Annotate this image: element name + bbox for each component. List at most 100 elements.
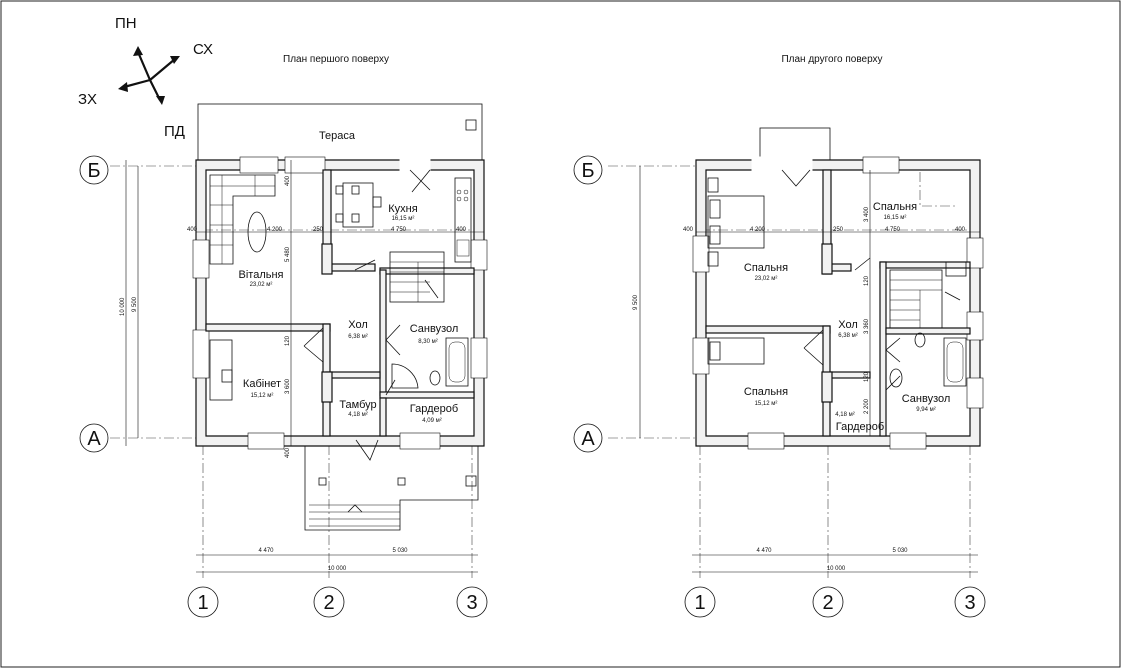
floor1-kitchen-counter: [454, 177, 472, 263]
floor1-porch: [304, 446, 479, 531]
floor2-wardrobe-corner: [919, 172, 956, 207]
floor2-balcony: [759, 127, 831, 161]
f1-axis-1: 1: [197, 592, 208, 614]
floor1-bathtub: [445, 337, 469, 387]
f1-hall-name: Хол: [348, 319, 368, 331]
f2-bed2-area: 23,02 м²: [755, 276, 778, 282]
f2-hall-name: Хол: [838, 319, 858, 331]
f2-axis-1: 1: [694, 592, 705, 614]
f1-dim-4750: 4 750: [391, 227, 407, 233]
f1-dim-400a: 400: [187, 227, 198, 233]
f2-dim-3360: 3 360: [864, 318, 870, 334]
f2-dim-400a: 400: [683, 227, 694, 233]
f1-dim-b5030: 5 030: [392, 548, 408, 554]
floor1-plan: План першого поверху Тераса: [110, 54, 488, 578]
f1-vestibule-name: Тамбур: [339, 399, 376, 411]
floor2-title: План другого поверху: [781, 54, 882, 65]
f1-kitchen-name: Кухня: [388, 203, 417, 215]
compass-arrow-ne: [149, 58, 176, 81]
f1-kitchen-area: 16,15 м²: [392, 216, 415, 222]
floor2-bed-double: [707, 177, 765, 267]
f2-bath-area: 9,94 м²: [916, 407, 935, 413]
floor2-toilet: [914, 332, 926, 348]
floor1-desk: [209, 339, 233, 401]
floor1-title: План першого поверху: [283, 54, 389, 65]
floor1-axis-markers: Б А 1 2 3: [79, 155, 488, 618]
compass-north: ПН: [115, 15, 137, 32]
f2-hall-area: 6,38 м²: [838, 333, 857, 339]
f1-hall-area: 6,38 м²: [348, 334, 367, 340]
f1-office-name: Кабінет: [243, 378, 281, 390]
floor1-dining-table: [335, 182, 382, 228]
f1-dim-9500v: 9 500: [132, 296, 138, 312]
floor2-bathtub: [943, 337, 967, 387]
f2-dim-b5030: 5 030: [892, 548, 908, 554]
f1-living-area: 23,02 м²: [250, 282, 273, 288]
f2-dim-4750: 4 750: [885, 227, 901, 233]
f1-dim-250: 250: [313, 227, 324, 233]
f1-bath-name: Санвузол: [410, 323, 459, 335]
f2-dim-9500v: 9 500: [633, 294, 639, 310]
f2-dim-120b: 120: [864, 371, 870, 382]
f1-axis-3: 3: [466, 592, 477, 614]
f1-vestibule-area: 4,18 м²: [348, 412, 367, 418]
f2-axis-3: 3: [964, 592, 975, 614]
f1-dim-5480: 5 480: [285, 246, 291, 262]
floor1-sofa: [209, 174, 276, 265]
floor1-stair: [389, 251, 445, 303]
f2-axis-b: Б: [581, 160, 594, 182]
f1-dim-3600: 3 600: [285, 378, 291, 394]
compass: ПН СХ ЗХ ПД: [78, 15, 213, 140]
f2-bed3-area: 15,12 м²: [755, 401, 778, 407]
f1-dim-4200: 4 200: [267, 227, 283, 233]
f1-dim-400c: 400: [285, 175, 291, 186]
f2-dim-4200: 4 200: [750, 227, 766, 233]
floor2-bed-single: [707, 337, 765, 365]
f1-wardrobe-area: 4,09 м²: [422, 418, 441, 424]
floor1-toilet: [429, 370, 441, 386]
terrace-post: [465, 119, 477, 131]
compass-east: СХ: [193, 41, 213, 58]
f2-axis-a: А: [581, 428, 595, 450]
f2-bed1-area: 16,15 м²: [884, 215, 907, 221]
f1-office-area: 15,12 м²: [251, 393, 274, 399]
floor2-sink: [945, 261, 967, 277]
compass-west: ЗХ: [78, 91, 97, 108]
f1-axis-b: Б: [87, 160, 100, 182]
f1-dim-120: 120: [285, 335, 291, 346]
floor2-washbasin: [889, 368, 903, 388]
f2-axis-2: 2: [822, 592, 833, 614]
f2-dim-250: 250: [833, 227, 844, 233]
f2-bed1-name: Спальня: [873, 201, 917, 213]
floor2-plan: План другого поверху: [608, 54, 984, 578]
f2-dim-b10000: 10 000: [827, 566, 846, 572]
floor2-axis-markers: Б А 1 2 3: [573, 155, 986, 618]
f1-living-name: Вітальня: [239, 269, 284, 281]
f1-axis-a: А: [87, 428, 101, 450]
f1-dim-400d: 400: [285, 447, 291, 458]
f2-bed3-name: Спальня: [744, 386, 788, 398]
f2-dim-400b: 400: [955, 227, 966, 233]
f1-dim-b10000: 10 000: [328, 566, 347, 572]
floor1-shower: [391, 363, 419, 389]
f2-dim-2200: 2 200: [864, 398, 870, 414]
compass-south: ПД: [164, 123, 185, 140]
f2-wardrobe-name: Гардероб: [836, 421, 884, 433]
f1-dim-400b: 400: [456, 227, 467, 233]
f1-axis-2: 2: [323, 592, 334, 614]
f2-bath-name: Санвузол: [902, 393, 951, 405]
f2-dim-3400: 3 400: [864, 206, 870, 222]
f1-bath-area: 8,30 м²: [418, 339, 437, 345]
f2-dim-120a: 120: [864, 275, 870, 286]
f1-wardrobe-name: Гардероб: [410, 403, 458, 415]
f2-dim-b4470: 4 470: [756, 548, 772, 554]
f1-dim-10000v: 10 000: [120, 297, 126, 316]
floor2-stair: [889, 269, 961, 329]
f1-dim-b4470: 4 470: [258, 548, 274, 554]
terrace-label: Тераса: [319, 130, 356, 142]
f2-wardrobe-area: 4,18 м²: [835, 412, 854, 418]
compass-arrow-nw: [136, 51, 152, 81]
f2-bed2-name: Спальня: [744, 262, 788, 274]
